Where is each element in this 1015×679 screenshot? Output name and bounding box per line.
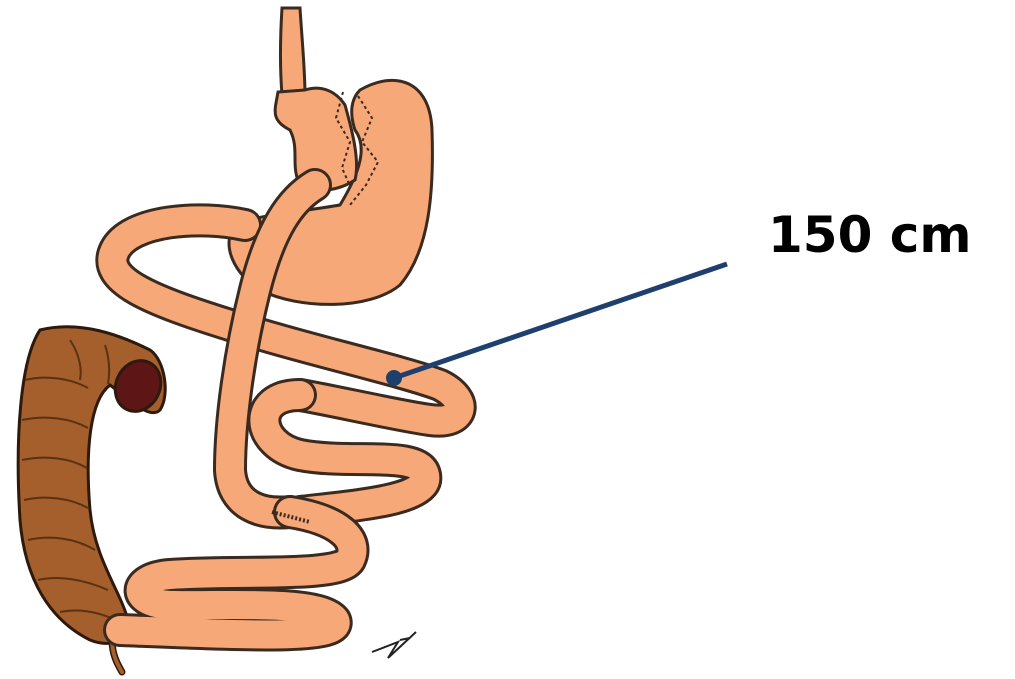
leader-line <box>394 264 727 378</box>
length-label: 150 cm <box>768 206 972 264</box>
esophagus <box>281 8 306 95</box>
artist-signature <box>372 632 416 658</box>
leader-dot <box>386 370 402 386</box>
